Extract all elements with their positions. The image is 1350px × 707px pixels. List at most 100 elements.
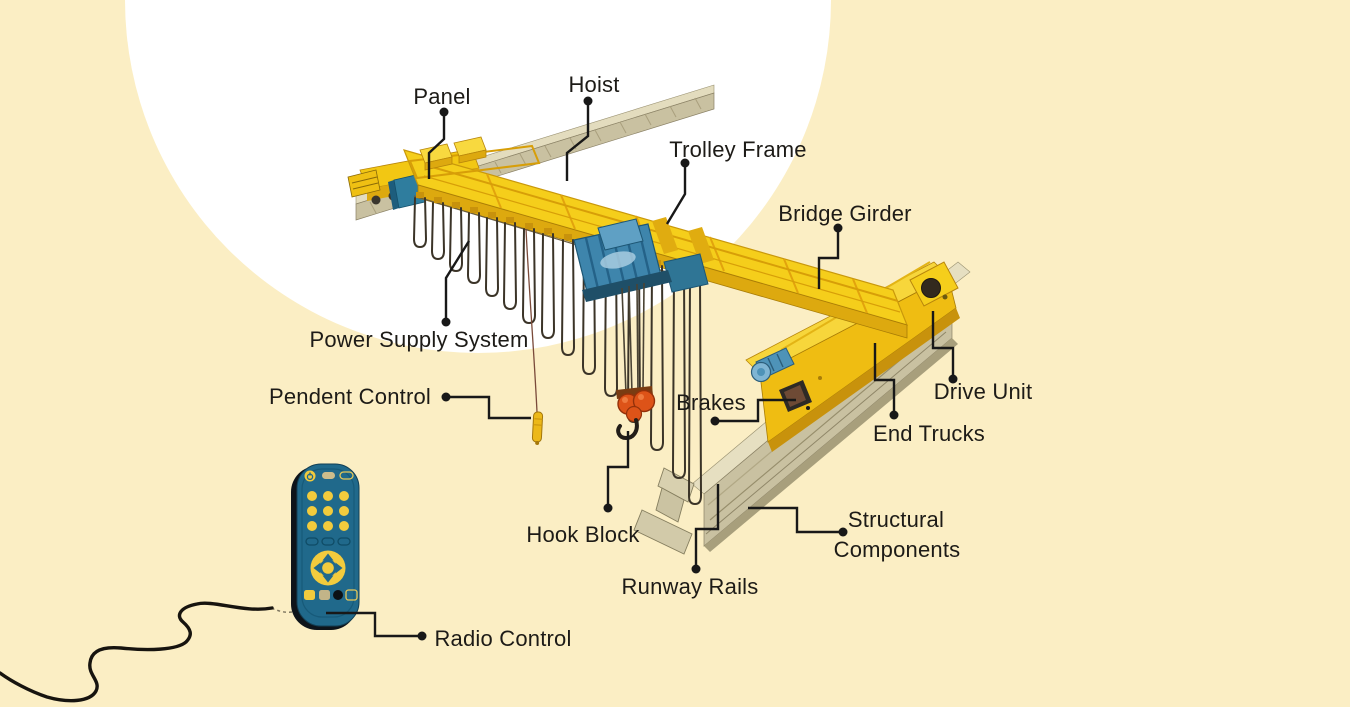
hook-lobe — [625, 405, 643, 423]
label-panel: Panel — [413, 84, 470, 109]
brake-pad — [779, 380, 812, 412]
motor-box-stripe — [352, 182, 379, 190]
label-brakes: Brakes — [676, 390, 746, 415]
leader-line — [565, 101, 590, 181]
pendant-device — [531, 411, 544, 445]
dpad-center-button — [322, 562, 334, 574]
remote-pill-button — [322, 472, 335, 479]
sheave-highlight — [622, 397, 628, 403]
remote-cord-sketch — [270, 607, 293, 613]
remote-pill-button — [339, 471, 354, 480]
leader-dot — [680, 158, 690, 168]
leader-dot — [833, 223, 843, 233]
label-structural-components-line1: Structural — [848, 507, 944, 532]
leader-dot — [583, 96, 593, 106]
leader-dot — [838, 527, 848, 537]
remote-dpad — [310, 550, 346, 586]
label-runway-rails: Runway Rails — [622, 574, 759, 599]
remote-face-outline — [301, 468, 355, 618]
remote-cord — [0, 601, 274, 703]
rope-drum — [600, 251, 636, 269]
label-trolley-frame: Trolley Frame — [669, 137, 806, 162]
leader-line — [427, 112, 446, 179]
leader-line — [748, 506, 843, 534]
girder-top-boxes — [419, 136, 487, 171]
leader-dot — [417, 631, 427, 641]
bolt — [818, 376, 822, 380]
label-hook-block: Hook Block — [526, 522, 640, 547]
callout-trolley-frame: Trolley Frame — [665, 137, 807, 225]
label-pendent-control: Pendent Control — [269, 384, 431, 409]
label-drive-unit: Drive Unit — [934, 379, 1033, 404]
pendant-cable — [525, 228, 538, 413]
power-button-icon — [304, 470, 316, 482]
callout-bridge-girder: Bridge Girder — [778, 201, 912, 289]
label-bridge-girder: Bridge Girder — [778, 201, 911, 226]
drive-wheel-end — [909, 261, 959, 307]
hoist-trolley — [573, 218, 709, 302]
motor-shaft — [757, 368, 765, 376]
leader-dot — [439, 107, 449, 117]
bolt — [806, 406, 810, 410]
drive-wheel — [921, 278, 941, 298]
label-structural-components-line2: Components — [834, 537, 961, 562]
hook-icon — [616, 418, 639, 441]
motor-band — [776, 353, 784, 368]
leader-line — [606, 431, 630, 508]
callout-hoist: Hoist — [565, 72, 619, 181]
pendant-control-assembly — [525, 228, 544, 445]
label-hoist: Hoist — [568, 72, 619, 97]
remote-bottom-row — [304, 589, 358, 601]
trolley-base — [582, 270, 672, 302]
leader-dot — [603, 503, 613, 513]
callout-brakes: Brakes — [676, 390, 796, 426]
dpad-left-arrow-icon — [313, 562, 321, 574]
brake-lining — [784, 385, 806, 407]
leader-line — [873, 343, 896, 415]
trolley-frame-strips — [652, 217, 714, 264]
hoist-top-box — [597, 218, 644, 251]
motor-box-stripe — [351, 176, 378, 184]
callout-pendent-control: Pendent Control — [269, 384, 531, 420]
leader-dot — [710, 416, 720, 426]
motor-band — [767, 357, 775, 372]
dpad-right-arrow-icon — [335, 562, 343, 574]
leader-dot — [441, 392, 451, 402]
callout-radio-control: Radio Control — [326, 611, 571, 651]
leader-line — [817, 228, 840, 289]
panel-box-side — [388, 180, 399, 210]
leader-line — [444, 240, 471, 322]
callout-structural-components: Structural Components — [748, 506, 961, 562]
leader-line — [694, 484, 720, 569]
leader-dot — [691, 564, 701, 574]
leader-line — [931, 311, 955, 379]
hoist-ropes — [621, 282, 645, 395]
bolt — [942, 294, 948, 300]
leader-line — [665, 163, 687, 225]
girder-end-frame — [408, 144, 541, 180]
end-truck-bottom-band — [768, 308, 960, 452]
dpad-up-arrow-icon — [322, 553, 334, 561]
callout-hook-block: Hook Block — [526, 431, 640, 547]
leader-dot — [948, 374, 958, 384]
callout-end-trucks: End Trucks — [873, 343, 985, 446]
dpad-down-arrow-icon — [322, 575, 334, 583]
sheave-highlight — [638, 394, 644, 400]
hook-block-shape — [616, 386, 656, 441]
radio-remote — [291, 463, 360, 630]
label-power-supply-system: Power Supply System — [310, 327, 529, 352]
callout-panel: Panel — [413, 84, 470, 179]
leader-dot — [889, 410, 899, 420]
remote-function-row — [305, 537, 351, 546]
leader-line — [715, 398, 796, 423]
leader-dot — [441, 317, 451, 327]
leader-line — [326, 611, 422, 638]
callout-drive-unit: Drive Unit — [931, 311, 1033, 404]
label-radio-control: Radio Control — [434, 626, 571, 651]
leader-line — [446, 395, 531, 420]
bridge-girder-shape — [402, 136, 909, 339]
left-truck-motor-box — [347, 169, 381, 198]
callout-power-supply-system: Power Supply System — [310, 240, 529, 352]
label-end-trucks: End Trucks — [873, 421, 985, 446]
